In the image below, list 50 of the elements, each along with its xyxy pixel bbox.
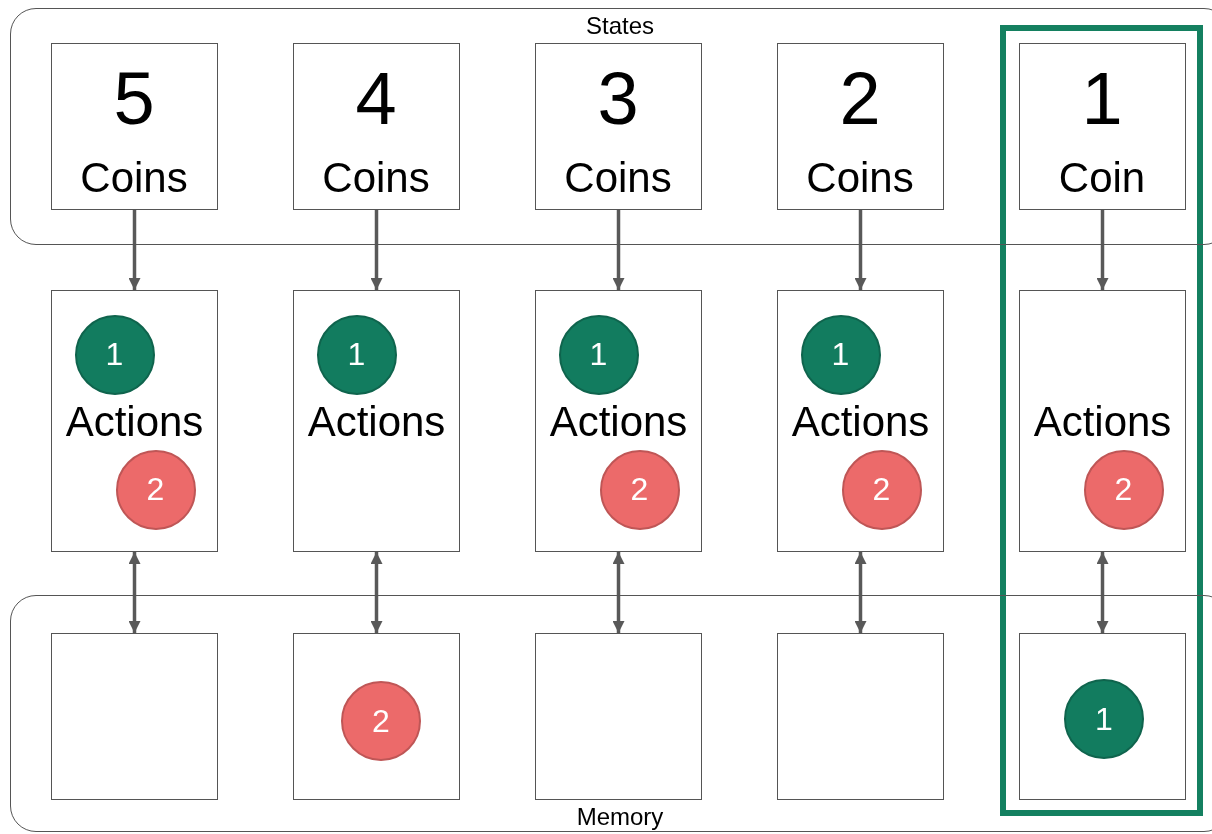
actions-label: Actions	[1033, 401, 1172, 443]
number-badge: 1	[800, 314, 881, 395]
state-box	[534, 42, 702, 210]
arrow	[1096, 552, 1109, 633]
memory-box	[534, 632, 702, 800]
number-badge: 2	[599, 449, 680, 530]
state-label: Coins	[564, 156, 672, 199]
state-label: Coins	[80, 156, 188, 199]
memory-box	[1018, 632, 1186, 800]
state-label: Coins	[806, 156, 914, 199]
number-badge: 1	[1064, 679, 1144, 759]
memory-box	[50, 632, 218, 800]
arrow	[128, 210, 141, 290]
arrow	[370, 210, 383, 290]
number-badge: 2	[115, 449, 196, 530]
arrow	[128, 552, 141, 633]
arrow	[854, 210, 867, 290]
state-number: 5	[113, 61, 155, 136]
state-box	[1018, 42, 1186, 210]
number-badge: 2	[1083, 449, 1164, 530]
action-box	[1019, 290, 1186, 552]
state-number: 2	[839, 61, 881, 136]
arrow	[854, 552, 867, 633]
state-box	[776, 42, 944, 210]
state-number: 1	[1081, 61, 1123, 136]
memory-box	[776, 632, 944, 800]
state-number: 4	[355, 61, 397, 136]
state-box	[50, 42, 218, 210]
action-box	[777, 290, 944, 552]
action-box	[293, 290, 460, 552]
number-badge: 1	[316, 314, 397, 395]
actions-label: Actions	[65, 401, 204, 443]
state-box	[292, 42, 460, 210]
state-label: Coins	[322, 156, 430, 199]
arrow	[370, 552, 383, 633]
arrow	[612, 210, 625, 290]
memory-box	[292, 632, 460, 800]
state-label: Coin	[1058, 156, 1146, 199]
action-box	[535, 290, 702, 552]
number-badge: 2	[841, 449, 922, 530]
number-badge: 1	[558, 314, 639, 395]
actions-label: Actions	[307, 401, 446, 443]
actions-label: Actions	[791, 401, 930, 443]
state-number: 3	[597, 61, 639, 136]
action-box	[51, 290, 218, 552]
arrow	[612, 552, 625, 633]
arrow	[1096, 210, 1109, 290]
number-badge: 2	[341, 681, 421, 761]
actions-label: Actions	[549, 401, 688, 443]
number-badge: 1	[74, 314, 155, 395]
